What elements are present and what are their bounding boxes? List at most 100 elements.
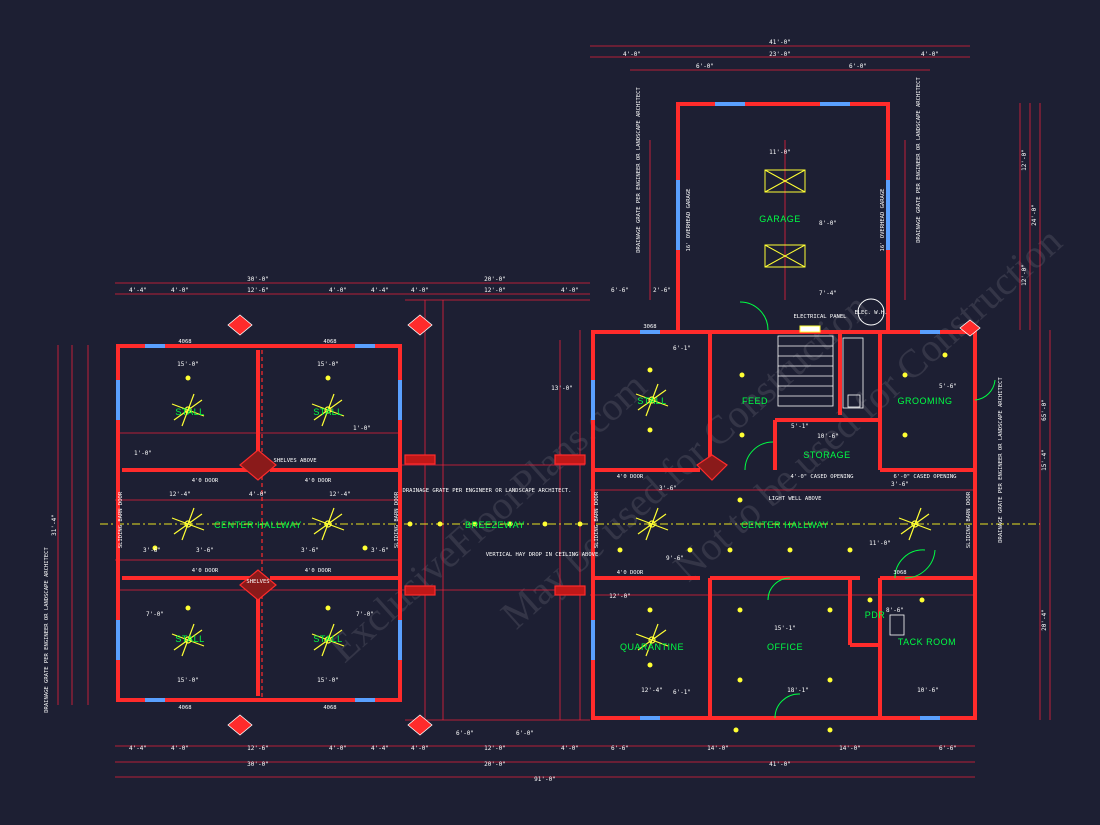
dim-b-4-4b: 4'-4"	[371, 745, 389, 752]
room-breezeway: BREEZEWAY	[465, 520, 525, 530]
note-shelves-bottom: SHELVES	[246, 579, 269, 585]
room-center-hallway-left: CENTER HALLWAY	[214, 520, 302, 530]
dim-b-4-0c: 4'-0"	[411, 745, 429, 752]
note-door-right-bottom: 4'0 DOOR	[617, 570, 644, 576]
dim-r-2-6: 2'-6"	[653, 287, 671, 294]
dim-s-7-0a: 7'-0"	[146, 611, 164, 618]
dim-s-10-6b: 10'-6"	[917, 687, 939, 694]
note-drain-breezeway: DRAINAGE GRATE PER ENGINEER OR LANDSCAPE…	[403, 488, 572, 494]
dim-left-20: 20'-0"	[484, 276, 506, 283]
dimension-lines	[57, 45, 1051, 778]
dim-s-11-0: 11'-0"	[869, 540, 891, 547]
dim-b-6-6a: 6'-6"	[611, 745, 629, 752]
room-quarantine: QUARANTINE	[620, 642, 684, 652]
note-overhead-garage-right: 16' OVERHEAD GARAGE	[880, 189, 886, 252]
note-electrical-panel: ELECTRICAL PANEL	[794, 314, 848, 320]
dim-l-4-0a: 4'-0"	[171, 287, 189, 294]
dim-top-6b: 6'-0"	[849, 63, 867, 70]
garage-features	[764, 169, 885, 333]
dim-g-11: 11'-0"	[769, 149, 791, 156]
room-feed: FEED	[742, 396, 768, 406]
dim-s-15-0a: 15'-0"	[177, 361, 199, 368]
dim-b-30: 30'-0"	[247, 761, 269, 768]
dim-s-3-6f: 3'-6"	[891, 481, 909, 488]
note-drain-right: DRAINAGE GRATE PER ENGINEER OR LANDSCAPE…	[998, 377, 1004, 543]
dim-b-41: 41'-0"	[769, 761, 791, 768]
dim-s-15-0d: 15'-0"	[317, 677, 339, 684]
note-drain-left: DRAINAGE GRATE PER ENGINEER OR LANDSCAPE…	[44, 547, 50, 713]
note-door-top-right: 4'0 DOOR	[305, 478, 332, 484]
dim-s-15-0b: 15'-0"	[317, 361, 339, 368]
dim-s-4-0: 4'-0"	[249, 491, 267, 498]
dim-g-8: 8'-0"	[819, 220, 837, 227]
dim-s-15-1: 15'-1"	[774, 625, 796, 632]
dim-side-31: 31'-4"	[51, 514, 58, 536]
room-stall-right: STALL	[637, 396, 666, 406]
dim-b-14-0b: 14'-0"	[839, 745, 861, 752]
room-pdr: PDR	[865, 610, 886, 620]
dim-m-4-0b: 4'-0"	[561, 287, 579, 294]
room-storage: STORAGE	[803, 450, 850, 460]
room-stall-top-right: STALL	[313, 407, 342, 417]
vertical-dimension-labels: 65'-0" 24'-0" 12'-0" 12'-0" 31'-4" 20'-4…	[51, 149, 1048, 631]
dim-s-3-6b: 3'-6"	[196, 547, 214, 554]
dim-b-6-0a: 6'-0"	[456, 730, 474, 737]
dim-s-9-6: 9'-6"	[666, 555, 684, 562]
note-sliding-barn-door-1: SLIDING BARN DOOR	[118, 491, 124, 548]
dim-side-65: 65'-0"	[1041, 399, 1048, 421]
dim-top-6a: 6'-0"	[696, 63, 714, 70]
note-sliding-barn-door-3: SLIDING BARN DOOR	[594, 491, 600, 548]
dim-b-12-0: 12'-0"	[484, 745, 506, 752]
dim-s-12-4c: 12'-4"	[641, 687, 663, 694]
dim-side-24: 24'-0"	[1031, 204, 1038, 226]
dim-top-4b: 4'-0"	[921, 51, 939, 58]
note-drain-garage-right: DRAINAGE GRATE PER ENGINEER OR LANDSCAPE…	[916, 77, 922, 243]
dim-l-4-4b: 4'-4"	[371, 287, 389, 294]
dim-top-23: 23'-0"	[769, 51, 791, 58]
dim-s-13-0: 13'-0"	[551, 385, 573, 392]
note-drain-garage-left: DRAINAGE GRATE PER ENGINEER OR LANDSCAPE…	[636, 87, 642, 253]
note-window-4068-3: 4068	[178, 705, 191, 711]
dim-s-12-4a: 12'-4"	[169, 491, 191, 498]
note-door-bottom-right: 4'0 DOOR	[305, 568, 332, 574]
room-stall-bottom-left: STALL	[175, 634, 204, 644]
note-door-right-top: 4'0 DOOR	[617, 474, 644, 480]
dim-l-4-4a: 4'-4"	[129, 287, 147, 294]
note-cased-opening-1: 4'-0" CASED OPENING	[791, 474, 854, 480]
dim-s-6-1b: 6'-1"	[673, 689, 691, 696]
dim-s-1-0b: 1'-0"	[353, 425, 371, 432]
dim-m-12-0: 12'-0"	[484, 287, 506, 294]
dim-l-12-6: 12'-6"	[247, 287, 269, 294]
dim-b-4-4a: 4'-4"	[129, 745, 147, 752]
dim-s-18-1: 18'-1"	[787, 687, 809, 694]
note-light-well: LIGHT WELL ABOVE	[769, 496, 822, 502]
dim-b-4-0b: 4'-0"	[329, 745, 347, 752]
dim-b-91: 91'-0"	[534, 776, 556, 783]
room-grooming: GROOMING	[898, 396, 953, 406]
dim-b-4-0d: 4'-0"	[561, 745, 579, 752]
dim-b-14-0a: 14'-0"	[707, 745, 729, 752]
note-hay-drop: VERTICAL HAY DROP IN CEILING ABOVE	[486, 552, 599, 558]
dim-b-12-6: 12'-6"	[247, 745, 269, 752]
note-window-4068-1: 4068	[178, 339, 191, 345]
room-stall-bottom-right: STALL	[313, 634, 342, 644]
dim-l-4-0b: 4'-0"	[329, 287, 347, 294]
note-door-3068-2: 3068	[643, 324, 656, 330]
dim-top-41: 41'-0"	[769, 39, 791, 46]
note-shelves-above-top: SHELVES ABOVE	[273, 458, 316, 464]
dim-side-12a: 12'-0"	[1021, 149, 1028, 171]
note-window-4068-2: 4068	[323, 339, 336, 345]
dim-g-7: 7'-4"	[819, 290, 837, 297]
dim-s-1-0a: 1'-0"	[134, 450, 152, 457]
ceiling-fans	[171, 383, 932, 657]
dim-side-12b: 12'-0"	[1021, 264, 1028, 286]
room-tack-room: TACK ROOM	[898, 637, 956, 647]
dim-s-8-6: 8'-6"	[886, 607, 904, 614]
dim-s-3-6a: 3'-6"	[143, 547, 161, 554]
dim-b-4-0a: 4'-0"	[171, 745, 189, 752]
dim-s-3-6c: 3'-6"	[301, 547, 319, 554]
note-door-top-left: 4'0 DOOR	[192, 478, 219, 484]
dim-m-4-0: 4'-0"	[411, 287, 429, 294]
room-office: OFFICE	[767, 642, 803, 652]
